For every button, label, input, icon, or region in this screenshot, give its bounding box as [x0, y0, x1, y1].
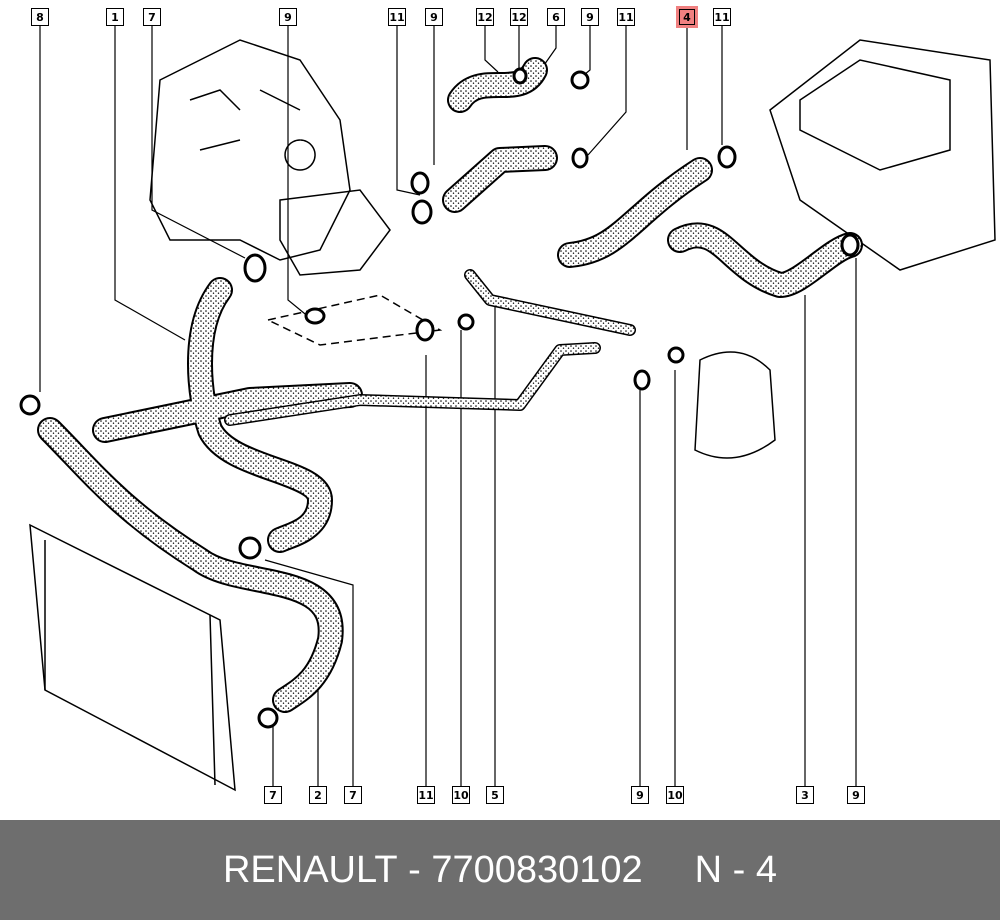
callout-2[interactable]: 2 [309, 786, 327, 804]
components-outline [29, 39, 996, 792]
hose-part-4 [559, 159, 711, 266]
brand: RENAULT [222, 848, 398, 891]
callout-10[interactable]: 10 [666, 786, 684, 804]
callout-10[interactable]: 10 [452, 786, 470, 804]
callout-8[interactable]: 8 [31, 8, 49, 26]
callout-9[interactable]: 9 [279, 8, 297, 26]
callout-3[interactable]: 3 [796, 786, 814, 804]
callout-9[interactable]: 9 [581, 8, 599, 26]
hose-fill [39, 59, 861, 711]
footer-banner: RENAULT - 7700830102 N - 4 [0, 820, 1000, 920]
callout-12[interactable]: 12 [476, 8, 494, 26]
callout-6[interactable]: 6 [547, 8, 565, 26]
hoses [37, 57, 863, 713]
callout-4-highlighted[interactable]: 4 [676, 6, 698, 28]
callout-9[interactable]: 9 [425, 8, 443, 26]
leader-lines [39, 26, 857, 786]
callout-11[interactable]: 11 [388, 8, 406, 26]
callout-5[interactable]: 5 [486, 786, 504, 804]
callout-12[interactable]: 12 [510, 8, 528, 26]
callout-1[interactable]: 1 [106, 8, 124, 26]
callout-9[interactable]: 9 [631, 786, 649, 804]
clamps [19, 67, 860, 729]
part-number: 7700830102 [431, 848, 643, 891]
callout-7[interactable]: 7 [264, 786, 282, 804]
callout-9[interactable]: 9 [847, 786, 865, 804]
callout-11[interactable]: 11 [417, 786, 435, 804]
callout-7[interactable]: 7 [143, 8, 161, 26]
callout-7[interactable]: 7 [344, 786, 362, 804]
hose-diagram [19, 26, 996, 792]
callout-11[interactable]: 11 [617, 8, 635, 26]
reference-label: N - 4 [694, 848, 778, 891]
separator: - [397, 848, 432, 891]
callout-11[interactable]: 11 [713, 8, 731, 26]
